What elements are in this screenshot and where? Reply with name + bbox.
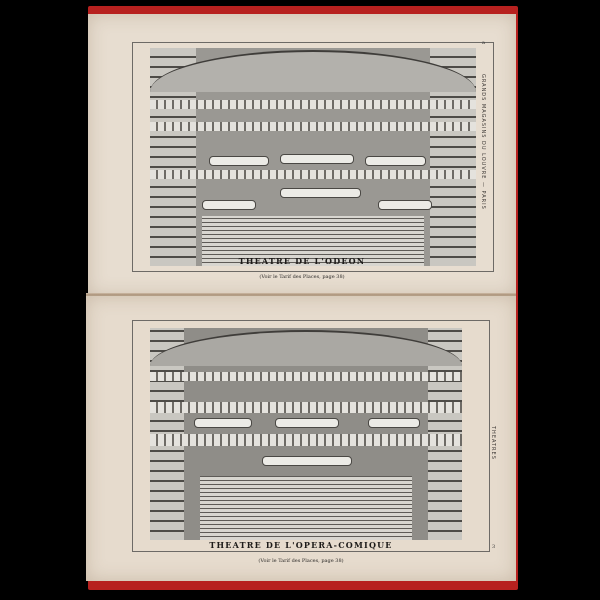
plate-note: (Voir le Tarif des Places, page 38) xyxy=(258,558,344,564)
box-row xyxy=(150,372,462,381)
page-marker: a xyxy=(482,40,485,46)
plan-label xyxy=(274,418,340,428)
box-row xyxy=(150,402,462,413)
box-row xyxy=(150,434,462,446)
plan-label xyxy=(368,418,421,428)
gallery-row xyxy=(150,100,476,109)
plan-label xyxy=(193,418,252,428)
plan-label xyxy=(365,156,426,166)
page-marker: 3 xyxy=(492,544,496,550)
plate-border xyxy=(132,320,490,552)
ceiling-arch xyxy=(150,50,476,92)
plan-label xyxy=(378,200,433,210)
plan-label xyxy=(280,188,361,198)
gallery-row xyxy=(150,122,476,131)
plan-label xyxy=(280,154,355,164)
plate-border xyxy=(132,42,494,272)
odeon-seating-engraving xyxy=(150,48,476,266)
opera-comique-seating-engraving xyxy=(150,328,462,540)
plate-note: (Voir le Tarif des Places, page 38) xyxy=(259,274,345,280)
page-fold xyxy=(86,293,516,297)
ceiling-arch xyxy=(150,330,462,366)
top-page: THEATRE DE L'ODEON (Voir le Tarif des Pl… xyxy=(88,14,516,296)
bottom-page: THEATRE DE L'OPERA-COMIQUE (Voir le Tari… xyxy=(86,296,516,581)
plan-label xyxy=(202,200,257,210)
orchestra-stalls xyxy=(199,476,413,540)
side-running-title: GRANDS MAGASINS DU LOUVRE — PARIS xyxy=(480,74,486,210)
plan-label xyxy=(208,156,270,166)
side-running-title: THEATRES xyxy=(490,426,496,460)
plan-label xyxy=(262,456,352,466)
orchestra-stalls xyxy=(202,216,424,266)
plate-title: THEATRE DE L'ODEON xyxy=(238,256,366,266)
plate-title: THEATRE DE L'OPERA-COMIQUE xyxy=(209,540,393,550)
gallery-row xyxy=(150,170,476,179)
